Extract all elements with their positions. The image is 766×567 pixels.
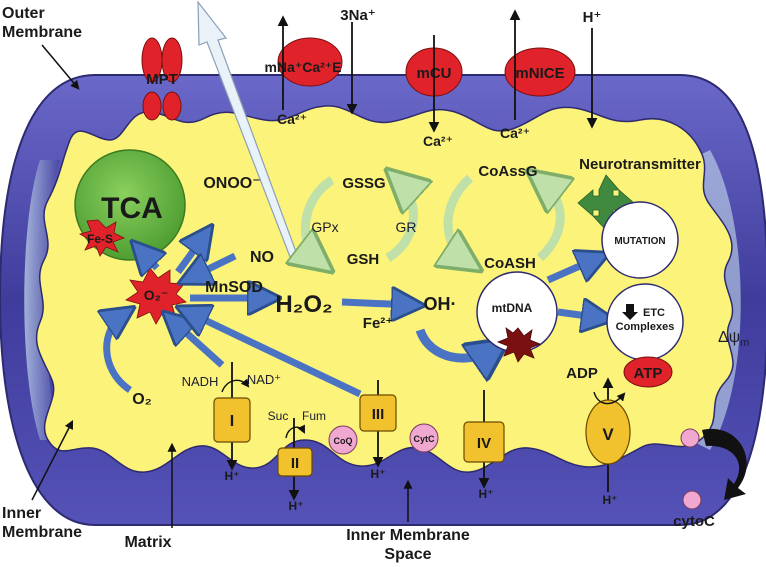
gr-label: GR [396, 219, 417, 235]
onoo-label: ONOO⁻ [203, 175, 260, 192]
atp-molecule [623, 356, 673, 388]
delta-psi-label: Δψm [718, 329, 749, 349]
coassg-label: CoAssG [478, 163, 537, 180]
calcium-label-b: Ca²⁺ [423, 133, 453, 149]
coq-label: CoQ [334, 436, 353, 446]
etc-label-1: ETC [643, 307, 665, 319]
fes-burst [78, 219, 126, 257]
gsh-to-gssg-arrow [388, 180, 413, 262]
proton-ii-label: H⁺ [289, 499, 304, 513]
cytoc-release-arrow [702, 428, 747, 500]
inner-membrane-label-2: Membrane [2, 524, 82, 541]
coq-carrier [328, 425, 358, 455]
complex-i-label: I [230, 413, 234, 430]
gssg-label: GSSG [342, 175, 385, 192]
mnsod-label: MnSOD [205, 279, 263, 296]
cytc-membrane-dot [680, 428, 700, 448]
mtdna-damage-burst [496, 327, 542, 363]
cytoc-label: cytoC [673, 513, 715, 530]
suc-label: Suc [268, 409, 289, 423]
proton-iii-label: H⁺ [371, 467, 386, 481]
outer-membrane-pointer [41, 44, 80, 90]
ims-label-2: Space [384, 546, 431, 563]
complex-i [213, 397, 251, 443]
mnaca-exchanger [277, 37, 343, 87]
h2o2-efflux-arrow [197, 0, 300, 263]
mtdna-to-etc-arrow [557, 312, 602, 318]
o2-label: O₂ [132, 391, 152, 408]
calcium-label-a: Ca²⁺ [277, 111, 307, 127]
complex-v [585, 399, 631, 465]
sodium-label: 3Na⁺ [340, 7, 375, 24]
ims-label-1: Inner Membrane [346, 527, 470, 544]
mpt-channel [141, 37, 183, 121]
matrix-label: Matrix [124, 534, 171, 551]
etc-label-2: Complexes [616, 321, 675, 333]
complex-iv-label: IV [477, 435, 491, 452]
mpt-label: MPT [146, 71, 178, 88]
complex-iii [359, 394, 397, 432]
complex-v-label: V [602, 425, 614, 444]
inner-membrane-label-1: Inner [2, 505, 41, 522]
inner-membrane-pointer [31, 419, 74, 501]
outer-membrane-label-1: Outer [2, 5, 45, 22]
no-label: NO [250, 249, 274, 266]
coash-label: CoASH [484, 255, 536, 272]
h2o2-label: H₂O₂ [275, 291, 332, 318]
fes-label: Fe-S [87, 232, 113, 246]
tca-label: TCA [101, 192, 163, 225]
complex-ii-label: II [291, 455, 299, 472]
mtdna-to-mutation-arrow [546, 258, 598, 284]
complex-iii-label: III [372, 406, 385, 423]
atp-label: ATP [634, 365, 663, 382]
mutation-circle [601, 201, 679, 279]
nadh-label: NADH [182, 374, 219, 389]
fum-label: Fum [302, 409, 326, 423]
superoxide-to-tca-arrow [140, 250, 157, 268]
cytc-carrier [409, 423, 439, 453]
mutation-label: MUTATION [614, 236, 665, 247]
proton-iv-label: H⁺ [479, 487, 494, 501]
proton-i-label: H⁺ [225, 469, 240, 483]
o2-to-superoxide-arrow [107, 314, 130, 393]
mtdna-label: mtDNA [492, 301, 533, 315]
nad-label: NAD⁺ [247, 372, 281, 387]
complex-iv [463, 421, 505, 463]
calcium-label-c: Ca²⁺ [500, 125, 530, 141]
mnice-channel [504, 47, 576, 97]
h2o2-to-oh-arrow [341, 302, 412, 305]
superoxide-label: O₂⁻ [144, 287, 169, 303]
gpx-label: GPx [311, 219, 338, 235]
gssg-to-gsh-arrow [305, 176, 332, 262]
oh-to-mtdna-arrow [415, 328, 496, 358]
no-to-superoxide-arrow [190, 252, 237, 278]
proton-top-label: H⁺ [583, 9, 602, 26]
adp-label: ADP [566, 365, 598, 382]
cytoc-released-dot [682, 490, 702, 510]
complex-ii [277, 447, 313, 477]
gsh-label: GSH [347, 251, 380, 268]
complex-iii-to-superoxide-arrow [188, 312, 362, 398]
neurotransmitter-label: Neurotransmitter [579, 156, 701, 173]
coassg-to-coash-arrow [448, 174, 470, 262]
fe2-label: Fe²⁺ [363, 315, 393, 332]
mnice-label: mNICE [515, 65, 564, 82]
coash-to-coassg-arrow [540, 180, 560, 262]
outer-membrane-label-2: Membrane [2, 24, 82, 41]
mnaca-label: mNa⁺Ca²⁺E [264, 59, 341, 75]
cytc-label: CytC [413, 434, 435, 444]
proton-v-label: H⁺ [603, 493, 618, 507]
down-arrow-icon [622, 304, 638, 320]
oh-label: OH· [424, 294, 457, 314]
